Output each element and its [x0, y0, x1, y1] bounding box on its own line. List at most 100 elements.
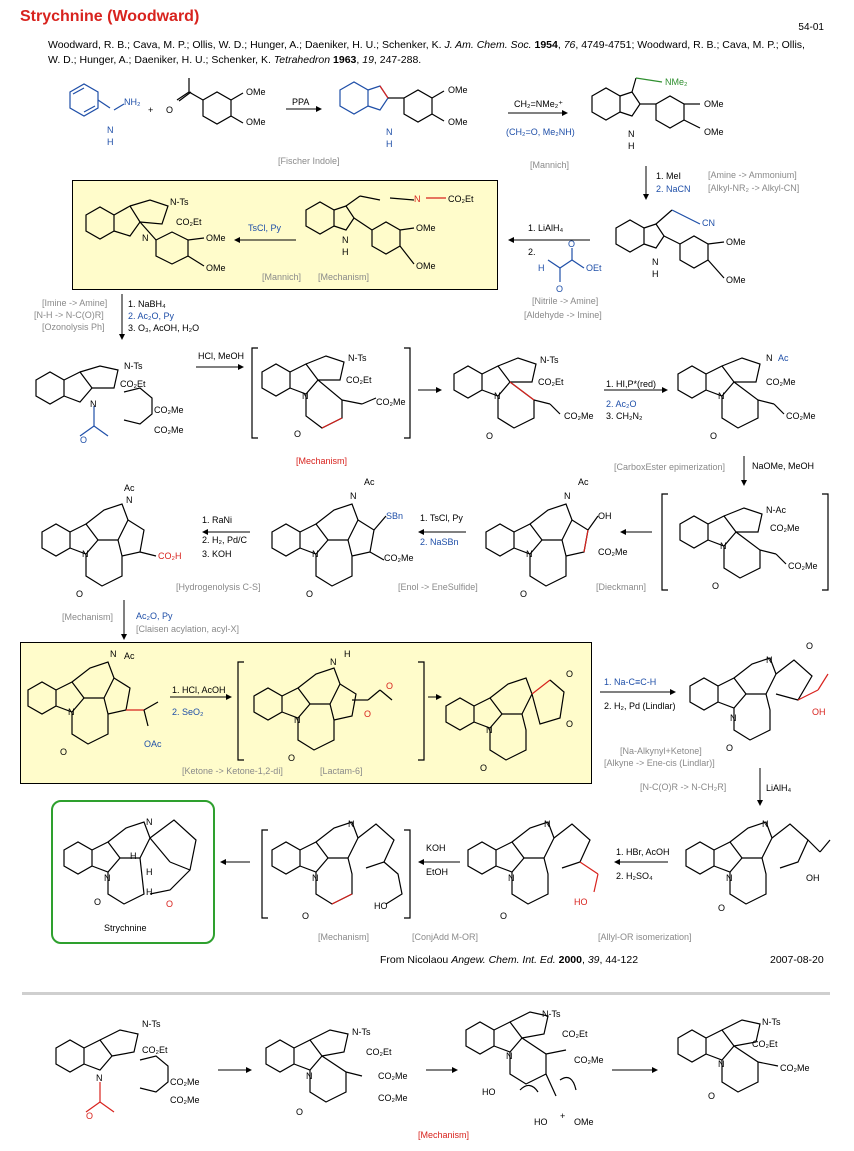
- label-hydrogenolysis: [Hydrogenolysis C-S]: [176, 582, 261, 592]
- atom-ome-1: OMe: [246, 87, 266, 97]
- reference-year-2: 1963: [333, 54, 357, 66]
- label-ozonolysis: [Ozonolysis Ph]: [42, 322, 105, 332]
- atom-h-hydrazine: H: [107, 137, 114, 147]
- atom-ome-3: OMe: [448, 85, 468, 95]
- strychnine-structure: [63, 819, 197, 905]
- atom-o-r4d: O: [712, 581, 720, 591]
- atom-oh-r5d: OH: [812, 707, 826, 717]
- pyridone-allyl-alcohol-structure: [271, 821, 403, 905]
- reagent-ch2n2: 3. CH₂N₂: [606, 411, 643, 421]
- label-mechanism-1: [Mechanism]: [318, 272, 370, 282]
- strychnine-product-box: [51, 800, 215, 944]
- atom-ho-r6c: HO: [574, 897, 588, 907]
- reference-year-1: 1954: [534, 39, 558, 51]
- atom-h-strychnine-1: H: [130, 851, 137, 861]
- atom-ac-r4b: Ac: [364, 477, 375, 487]
- atom-o-r5b-keto-1: O: [364, 709, 372, 719]
- atom-co2me-m3: CO₂Me: [574, 1055, 604, 1065]
- atom-o-r3d: O: [710, 431, 718, 441]
- atom-n-r5a: N: [110, 649, 117, 659]
- reference-citation: Woodward, R. B.; Cava, M. P.; Ollis, W. …: [48, 39, 805, 66]
- atom-o-glyoxylate-2: O: [556, 284, 564, 294]
- atom-h-glyoxylate: H: [538, 263, 545, 273]
- atom-co2me-r3d-1: CO₂Me: [766, 377, 796, 387]
- reagent-tscl-1: 1. TsCl, Py: [420, 513, 463, 523]
- atom-n-ts-r3b: N-Ts: [348, 353, 367, 363]
- product-name: Strychnine: [104, 923, 147, 933]
- reagent-na-alkyne: 1. Na-C≡C-H: [604, 677, 657, 687]
- atom-n-r5a-ring: N: [68, 707, 75, 717]
- label-mechanism-3: [Mechanism]: [318, 932, 370, 942]
- atom-o-r6d: O: [718, 903, 726, 913]
- atom-oac: OAc: [144, 739, 162, 749]
- atom-co2me-r3a-2: CO₂Me: [154, 425, 184, 435]
- atom-cn: CN: [702, 218, 715, 228]
- atom-co2et-m4: CO₂Et: [752, 1039, 778, 1049]
- atom-n-ts-box: N-Ts: [170, 197, 189, 207]
- label-ketone-diketone: [Ketone -> Ketone-1,2-di]: [182, 766, 283, 776]
- arylindole-structure: [339, 81, 445, 123]
- atom-ome-11: OMe: [726, 237, 746, 247]
- atom-ome-10: OMe: [416, 261, 436, 271]
- acetamide-diene-structure: [35, 365, 153, 437]
- label-conjadd: [ConjAdd M-OR]: [412, 932, 479, 942]
- atom-co2me-m4: CO₂Me: [780, 1063, 810, 1073]
- atom-n-r3c: N: [494, 391, 501, 401]
- atom-co2me-m2-1: CO₂Me: [378, 1071, 408, 1081]
- reagent-etoh: EtOH: [426, 867, 449, 877]
- atom-ome-4: OMe: [448, 117, 468, 127]
- atom-o-r6c: O: [500, 911, 508, 921]
- source-volume: 39: [587, 954, 600, 966]
- atom-ome-6: OMe: [704, 127, 724, 137]
- atom-n-ts-m4: N-Ts: [762, 1017, 781, 1027]
- atom-n-r4d: N: [720, 541, 727, 551]
- atom-n-r5d: N: [766, 655, 773, 665]
- footer-date: 2007-08-20: [770, 954, 824, 966]
- atom-o-glyoxylate-1: O: [568, 239, 576, 249]
- atom-n-m4: N: [718, 1059, 725, 1069]
- source-year: 2000: [558, 954, 582, 966]
- atom-n-r5b-ring: N: [294, 715, 301, 725]
- label-enol-enesulfide: [Enol -> EneSulfide]: [398, 582, 478, 592]
- reagent-mannich: CH₂=NMe₂⁺: [514, 99, 563, 109]
- reagent-nasbn: 2. NaSBn: [420, 537, 459, 547]
- atom-n-r3d: N: [766, 353, 773, 363]
- atom-n-m1: N: [96, 1073, 103, 1083]
- atom-n-r3d-ring: N: [718, 391, 725, 401]
- atom-n-r4b-ring: N: [312, 549, 319, 559]
- atom-n-r5d-ring: N: [730, 713, 737, 723]
- reference-journal-2: Tetrahedron: [273, 54, 331, 66]
- reagent-hcl-meoh: HCl, MeOH: [198, 351, 245, 361]
- atom-n-indole: N: [386, 127, 393, 137]
- label-na-alkynyl: [Na-Alkynyl+Ketone]: [620, 746, 702, 756]
- atom-n-strychnine: N: [146, 817, 153, 827]
- source-prefix: From Nicolaou: [380, 954, 452, 966]
- label-nitrile-amine: [Nitrile -> Amine]: [532, 296, 599, 306]
- spiroindolenine-structure: [85, 199, 205, 267]
- reference-authors-2: Woodward, R. B.; Cava, M. P.; Ollis, W. …: [48, 39, 805, 66]
- plus-sign: +: [148, 105, 154, 115]
- label-mechanism-red: [Mechanism]: [296, 456, 348, 466]
- label-fischer: [Fischer Indole]: [278, 156, 340, 166]
- atom-ome-9: OMe: [416, 223, 436, 233]
- alkynol-structure: [689, 657, 829, 741]
- imine-ester-structure: [305, 195, 446, 265]
- atom-o-r5d-ring: O: [726, 743, 734, 753]
- atom-h-strychnine-2: H: [146, 867, 153, 877]
- diester-structure: [679, 507, 787, 579]
- atom-oet: OEt: [586, 263, 602, 273]
- label-alkyl-nr2: [Alkyl-NR₂ -> Alkyl-CN]: [708, 183, 800, 193]
- atom-o-r4b: O: [306, 589, 314, 599]
- atom-n-r6c-ring: N: [508, 873, 515, 883]
- reference-journal-1: J. Am. Chem. Soc.: [444, 39, 532, 51]
- reference-pages-2: , 247-288.: [373, 54, 422, 66]
- atom-n-r6c: N: [544, 819, 551, 829]
- reagent-h2so4: 2. H₂SO₄: [616, 871, 653, 881]
- enol-acetate-structure: [27, 661, 159, 745]
- atom-ho-m3: HO: [482, 1087, 496, 1097]
- atom-co2et-r3b: CO₂Et: [346, 375, 372, 385]
- atom-plus-m3: +: [560, 1111, 566, 1121]
- label-mannich-1: [Mannich]: [530, 160, 570, 170]
- atom-o-r4c: O: [520, 589, 528, 599]
- atom-n-ts-r3a: N-Ts: [124, 361, 143, 371]
